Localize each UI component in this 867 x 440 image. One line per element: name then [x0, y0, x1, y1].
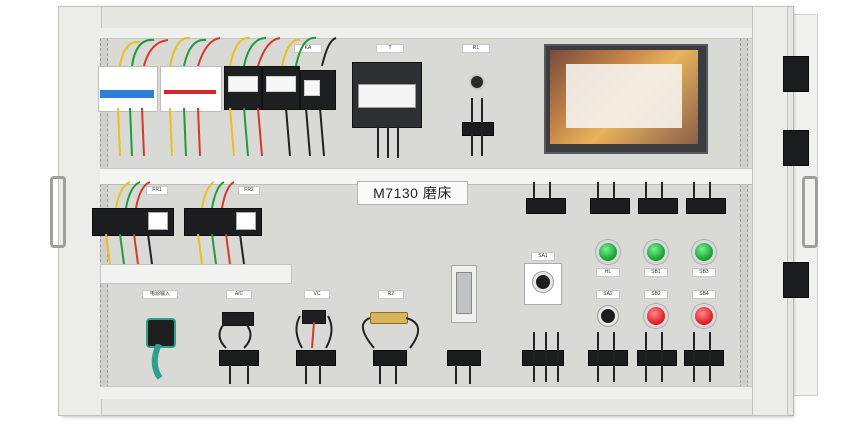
tag-power-input: 电源输入	[142, 290, 178, 299]
side-terminal-block-bottom	[783, 262, 809, 298]
start-button-sb3[interactable]	[692, 240, 716, 264]
tag-sb3: SB3	[692, 268, 716, 277]
right-vertical-rail	[740, 38, 748, 388]
tag-ac: A/C	[226, 290, 252, 299]
branch-circuit-breakers	[160, 66, 222, 112]
r1-wires	[471, 98, 483, 156]
ac-component	[222, 312, 254, 326]
selector-switch-sa2[interactable]	[598, 306, 618, 326]
tag-sb4: SB4	[692, 290, 716, 299]
contactor-km1-face	[228, 76, 258, 92]
top-wire-bundle	[119, 36, 337, 67]
side-terminal-block-middle	[783, 130, 809, 166]
transformer-wires	[377, 126, 399, 158]
tag-ka: KA	[294, 44, 322, 53]
control-wiring	[533, 182, 711, 382]
bottom-wire-duct	[100, 386, 752, 399]
bottom-terminal-ac	[219, 350, 259, 366]
main-breaker-toggles[interactable]	[100, 90, 154, 98]
tag-r2: R2	[378, 290, 404, 299]
power-input-cable	[151, 344, 163, 380]
r1-terminal-block	[462, 122, 494, 136]
terminal-block-4	[686, 198, 726, 214]
fr1-setting-dial[interactable]	[148, 212, 168, 230]
tag-t: T	[376, 44, 404, 53]
overload-bottom-wires	[105, 234, 245, 265]
tag-r1: R1	[462, 44, 490, 53]
limit-switch-actuator[interactable]	[456, 272, 472, 314]
branch-breaker-indicators	[164, 90, 216, 94]
top-wire-duct	[100, 28, 752, 39]
lower-left-wire-duct	[100, 264, 292, 284]
tag-fr1: FR1	[146, 186, 168, 195]
side-terminal-block-top	[783, 56, 809, 92]
fr2-setting-dial[interactable]	[236, 212, 256, 230]
contactor-km2-face	[266, 76, 296, 92]
terminal-block-2	[590, 198, 630, 214]
start-button-sb1[interactable]	[644, 240, 668, 264]
ac-wires	[218, 323, 252, 349]
tag-sb2: SB2	[644, 290, 668, 299]
tag-sb1: SB1	[644, 268, 668, 277]
tag-hl: HL	[596, 268, 620, 277]
right-side-panel	[752, 6, 788, 416]
tag-fr2: FR2	[238, 186, 260, 195]
bottom-terminal-r2	[373, 350, 407, 366]
overload-top-wires	[115, 181, 235, 209]
tag-sa1: SA1	[531, 252, 555, 261]
potentiometer-knob[interactable]	[469, 74, 485, 90]
lower-wire-bundle	[117, 108, 325, 157]
bottom-wiring	[229, 364, 471, 384]
panel-title: M7130 磨床	[357, 181, 468, 205]
bottom-terminal-limit	[447, 350, 481, 366]
relay-ka-face	[304, 80, 320, 96]
vc-wires	[295, 315, 333, 349]
terminal-block-1	[526, 198, 566, 214]
main-circuit-breaker	[98, 66, 158, 112]
left-handle[interactable]	[50, 176, 66, 248]
terminal-block-3	[638, 198, 678, 214]
tag-sa2: SA2	[596, 290, 620, 299]
power-input-socket[interactable]	[146, 318, 176, 348]
bottom-terminal-vc	[296, 350, 336, 366]
indicator-lamp-hl	[596, 240, 620, 264]
transformer-nameplate	[358, 84, 416, 108]
tag-vc: VC	[304, 290, 330, 299]
r2-wires	[362, 317, 419, 349]
sa1-selector-knob[interactable]	[533, 272, 553, 292]
display-screen-glare	[566, 64, 682, 128]
right-handle[interactable]	[802, 176, 818, 248]
stop-button-sb2[interactable]	[644, 304, 668, 328]
bottom-terminal-sa1	[522, 350, 564, 366]
stop-button-sb4[interactable]	[692, 304, 716, 328]
